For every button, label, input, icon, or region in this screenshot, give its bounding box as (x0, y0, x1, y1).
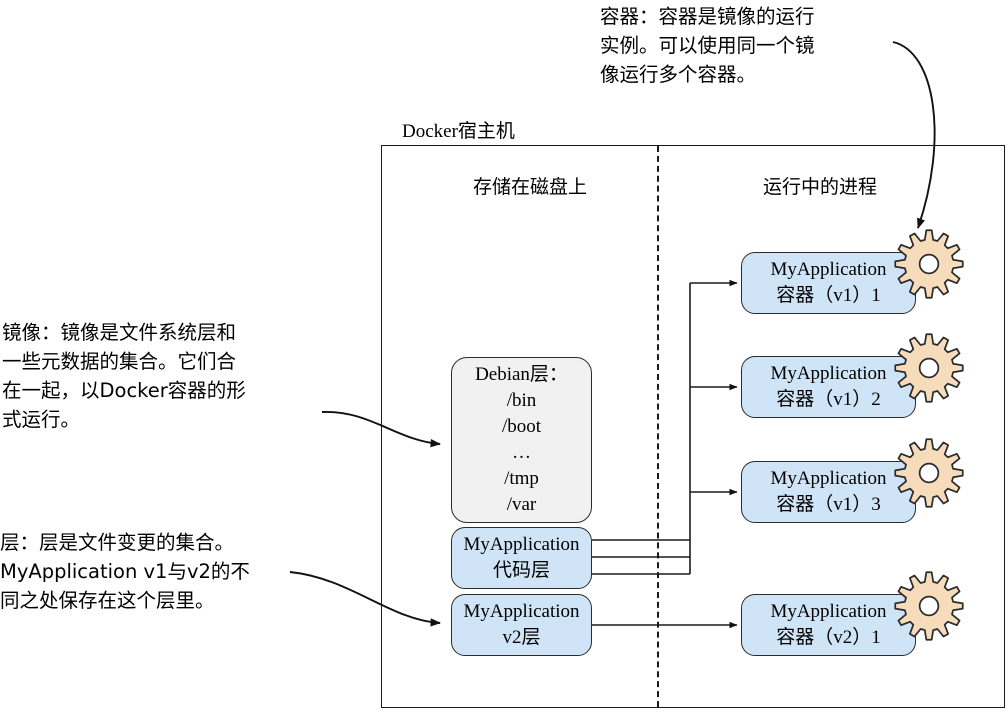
container-v1-1-line-2: 容器（v1）1 (776, 285, 881, 306)
code-layer-line-1: MyApplication (463, 534, 580, 555)
v2-layer-line-1: MyApplication (463, 601, 580, 622)
container-box-v1-1[interactable]: MyApplication 容器（v1）1 (741, 252, 916, 314)
container-v1-3-line-2: 容器（v1）3 (776, 494, 881, 515)
myapplication-code-layer-box[interactable]: MyApplication 代码层 (451, 527, 592, 589)
debian-layer-box[interactable]: Debian层： /bin /boot … /tmp /var (451, 357, 592, 523)
v2-layer-line-2: v2层 (502, 627, 541, 648)
annotation-container-note: 容器：容器是镜像的运行 实例。可以使用同一个镜 像运行多个容器。 (600, 5, 815, 86)
container-v1-2-line-1: MyApplication (770, 363, 887, 384)
host-column-divider (657, 146, 659, 707)
column-label-storage: 存储在磁盘上 (472, 177, 587, 198)
debian-layer-line-4: … (512, 442, 531, 463)
code-layer-line-2: 代码层 (492, 560, 550, 581)
debian-layer-line-6: /var (506, 494, 537, 515)
debian-layer-line-1: Debian层： (475, 364, 568, 385)
container-v2-1-line-1: MyApplication (770, 601, 887, 622)
container-v1-1-line-1: MyApplication (770, 259, 887, 280)
annotation-layer-note: 层：层是文件变更的集合。 MyApplication v1与v2的不 同之处保存… (0, 531, 250, 612)
container-v1-3-line-1: MyApplication (770, 468, 887, 489)
container-box-v1-3[interactable]: MyApplication 容器（v1）3 (741, 461, 916, 523)
container-v1-2-line-2: 容器（v1）2 (776, 389, 881, 410)
annotation-image-note: 镜像：镜像是文件系统层和 一些元数据的集合。它们合 在一起，以Docker容器的… (2, 321, 246, 431)
container-box-v1-2[interactable]: MyApplication 容器（v1）2 (741, 356, 916, 418)
debian-layer-line-2: /bin (506, 390, 537, 411)
debian-layer-line-5: /tmp (504, 468, 539, 489)
column-label-process: 运行中的进程 (762, 177, 877, 198)
container-box-v2-1[interactable]: MyApplication 容器（v2）1 (741, 594, 916, 656)
debian-layer-line-3: /boot (501, 416, 542, 437)
myapplication-v2-layer-box[interactable]: MyApplication v2层 (451, 594, 592, 656)
docker-host-title: Docker宿主机 (402, 121, 515, 142)
container-v2-1-line-2: 容器（v2）1 (776, 627, 881, 648)
